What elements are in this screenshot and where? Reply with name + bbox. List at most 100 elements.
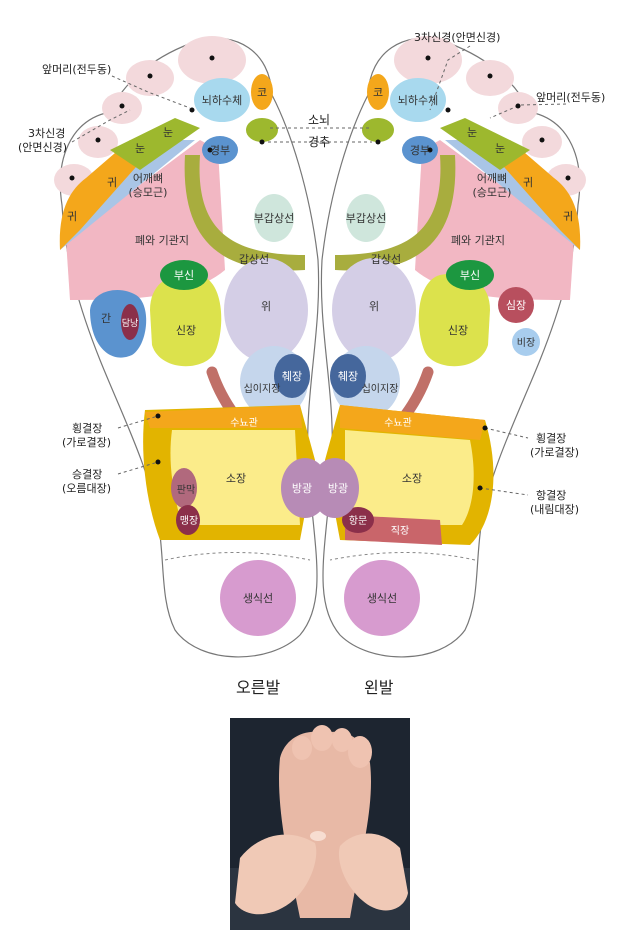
foot-massage-photo	[230, 718, 410, 930]
left-stomach	[332, 258, 416, 362]
right-heel-dash	[164, 552, 311, 561]
callout-cerebellum: 소뇌	[308, 113, 330, 127]
callout-ascending-2: (오름대장)	[62, 482, 111, 495]
r-label-ear-1: 귀	[107, 176, 117, 189]
r-label-small-intestine: 소장	[226, 472, 246, 485]
dot-l-toe4	[539, 137, 545, 143]
right-ear-band	[59, 140, 160, 250]
leader-trigeminal-left	[429, 45, 471, 111]
r-label-pituitary: 뇌하수체	[202, 93, 242, 107]
right-kidney	[150, 273, 222, 367]
r-label-shoulder-2: (승모근)	[129, 186, 168, 199]
left-adrenal	[446, 260, 494, 290]
l-label-ureter: 수뇨관	[384, 417, 412, 429]
dot-r-toe5	[69, 175, 75, 181]
dot-l-colon	[482, 425, 488, 431]
right-shoulder-zone	[60, 140, 195, 250]
r-label-pancreas: 췌장	[282, 370, 302, 383]
left-cerebellum	[362, 118, 394, 142]
left-heel-dash	[329, 552, 476, 561]
dot-l-toe2	[487, 73, 493, 79]
dot-l-neck	[427, 147, 433, 153]
l-label-eye-2: 눈	[495, 142, 505, 155]
callout-trigeminal-right-2: (안면신경)	[18, 141, 67, 154]
foot-massage-illustration	[230, 718, 410, 930]
callout-transverse-left-2: (가로결장)	[530, 446, 579, 459]
leader-transverse-left	[484, 427, 529, 439]
l-label-pituitary: 뇌하수체	[398, 93, 438, 107]
left-kidney	[418, 273, 490, 367]
right-neck	[202, 136, 238, 164]
l-label-bladder: 방광	[328, 482, 348, 495]
l-label-anus: 항문	[349, 515, 367, 527]
callout-transverse-right-2: (가로결장)	[62, 436, 111, 449]
dot-l-toe1	[425, 55, 431, 61]
right-foot-caption: 오른발	[236, 678, 281, 697]
r-label-lung: 폐와 기관지	[135, 234, 189, 247]
right-appendix	[171, 468, 197, 508]
r-label-parathyroid: 부갑상선	[254, 212, 294, 225]
l-label-small-intestine: 소장	[402, 472, 422, 485]
dot-l-toe5	[565, 175, 571, 181]
r-label-genital: 생식선	[243, 592, 273, 605]
dot-r-colon	[155, 413, 161, 419]
r-label-thyroid: 갑상선	[239, 253, 269, 266]
l-label-duodenum: 십이지장	[362, 383, 399, 395]
l-label-pancreas: 췌장	[338, 370, 358, 383]
dot-r-toe2	[147, 73, 153, 79]
r-label-kidney: 신장	[176, 324, 196, 337]
dot-l-cer	[375, 139, 381, 145]
right-parathyroid	[254, 194, 294, 242]
dot-l-toe3	[515, 103, 521, 109]
l-label-neck: 경부	[410, 144, 430, 157]
dot-r-neck	[207, 147, 213, 153]
callout-descending-2: (내림대장)	[530, 503, 579, 516]
callout-transverse-left-1: 횡결장	[536, 432, 566, 445]
l-label-shoulder-2: (승모근)	[473, 186, 512, 199]
l-label-shoulder-1: 어깨뼈	[477, 172, 507, 185]
left-heart	[498, 287, 534, 323]
left-genital	[344, 560, 420, 636]
r-label-eye-2: 눈	[135, 142, 145, 155]
callout-forehead-right: 앞머리(전두동)	[42, 63, 111, 76]
l-label-nose: 코	[373, 86, 383, 99]
left-colon-top	[340, 405, 485, 440]
callout-cervical: 경추	[308, 135, 330, 149]
left-thyroid	[335, 155, 456, 271]
r-label-liver: 간	[101, 312, 111, 325]
callout-trigeminal-left: 3차신경(안면신경)	[414, 31, 500, 44]
right-zone-labels: 뇌하수체 코 경부 눈 눈 귀 귀 어깨뼈 (승모근) 폐와 기관지 부갑상선 …	[67, 86, 312, 605]
right-cecum	[176, 505, 200, 535]
l-label-eye-1: 눈	[467, 126, 477, 139]
l-label-heart: 심장	[506, 299, 526, 312]
leader-ascending	[117, 461, 159, 475]
l-label-adrenal: 부신	[460, 269, 480, 282]
leader-trigeminal-right	[71, 109, 131, 143]
foot-reflexology-diagram: 앞머리(전두동) 3차신경 (안면신경) 3차신경(안면신경) 앞머리(전두동)…	[18, 31, 605, 658]
right-nose	[251, 74, 273, 110]
dot-r-asc	[155, 459, 161, 465]
l-label-stomach: 위	[369, 300, 379, 313]
r-label-appendix: 판막	[177, 484, 195, 496]
l-label-rectum: 직장	[391, 525, 409, 537]
right-pituitary	[194, 78, 250, 122]
dot-r-cer	[259, 139, 265, 145]
left-bladder	[311, 458, 359, 518]
dot-r-pit	[189, 107, 195, 113]
r-label-stomach: 위	[261, 300, 271, 313]
dot-r-toe1	[209, 55, 215, 61]
right-genital	[220, 560, 296, 636]
leader-lines	[71, 45, 567, 496]
left-parathyroid	[346, 194, 386, 242]
left-pituitary	[390, 78, 446, 122]
left-neck	[402, 136, 438, 164]
left-anus	[342, 507, 374, 533]
left-foot-caption: 왼발	[364, 678, 394, 697]
left-spleen	[512, 328, 540, 356]
right-stomach	[224, 258, 308, 362]
l-label-ear-1: 귀	[523, 176, 533, 189]
left-ear-band	[480, 140, 581, 250]
callout-labels: 앞머리(전두동) 3차신경 (안면신경) 3차신경(안면신경) 앞머리(전두동)…	[18, 31, 605, 516]
callout-descending-1: 항결장	[536, 489, 566, 502]
dot-l-desc	[477, 485, 483, 491]
